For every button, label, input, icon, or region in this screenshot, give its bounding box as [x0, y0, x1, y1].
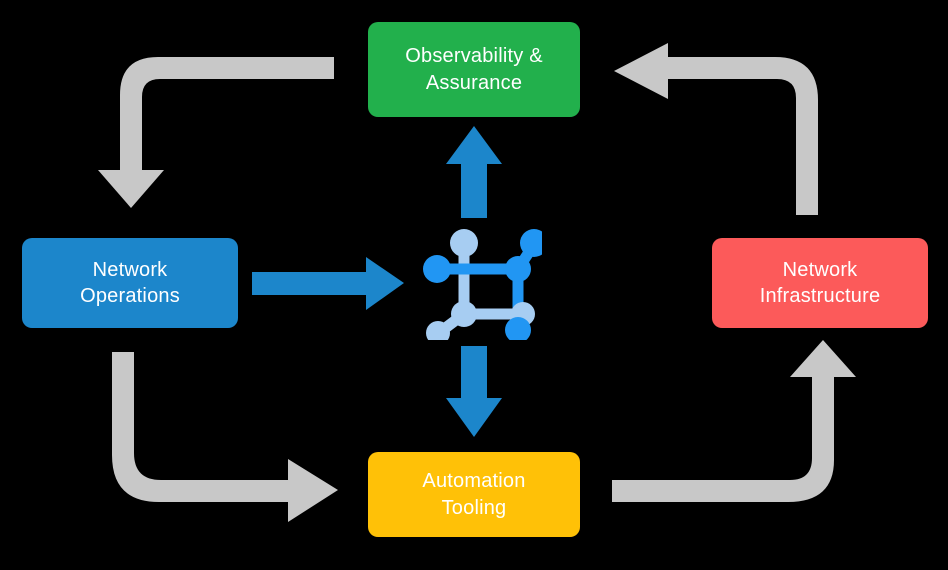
arrow-icon-to-observability [446, 126, 502, 218]
node-operations-line1: Network [92, 258, 168, 281]
node-infrastructure-line1: Network [782, 258, 858, 281]
node-automation-line2: Tooling [441, 496, 507, 519]
arrow-icon-to-automation [446, 346, 502, 437]
node-network-operations[interactable]: Network Operations [22, 238, 238, 328]
node-observability-line2: Assurance [425, 71, 523, 94]
arrow-operations-to-automation [112, 352, 338, 522]
node-automation-tooling[interactable]: Automation Tooling [368, 452, 580, 537]
arrow-observability-to-operations [98, 57, 334, 208]
arrow-operations-to-icon [252, 257, 404, 310]
node-infrastructure-line2: Infrastructure [759, 285, 881, 307]
arrow-infrastructure-to-observability [614, 43, 818, 215]
node-automation-line1: Automation [422, 470, 526, 493]
node-operations-line2: Operations [80, 285, 180, 307]
network-topology-icon [423, 229, 542, 340]
node-observability-assurance[interactable]: Observability & Assurance [368, 22, 580, 117]
arrow-automation-to-infrastructure [612, 340, 856, 502]
node-network-infrastructure[interactable]: Network Infrastructure [712, 238, 928, 328]
node-observability-line1: Observability & [405, 45, 543, 68]
